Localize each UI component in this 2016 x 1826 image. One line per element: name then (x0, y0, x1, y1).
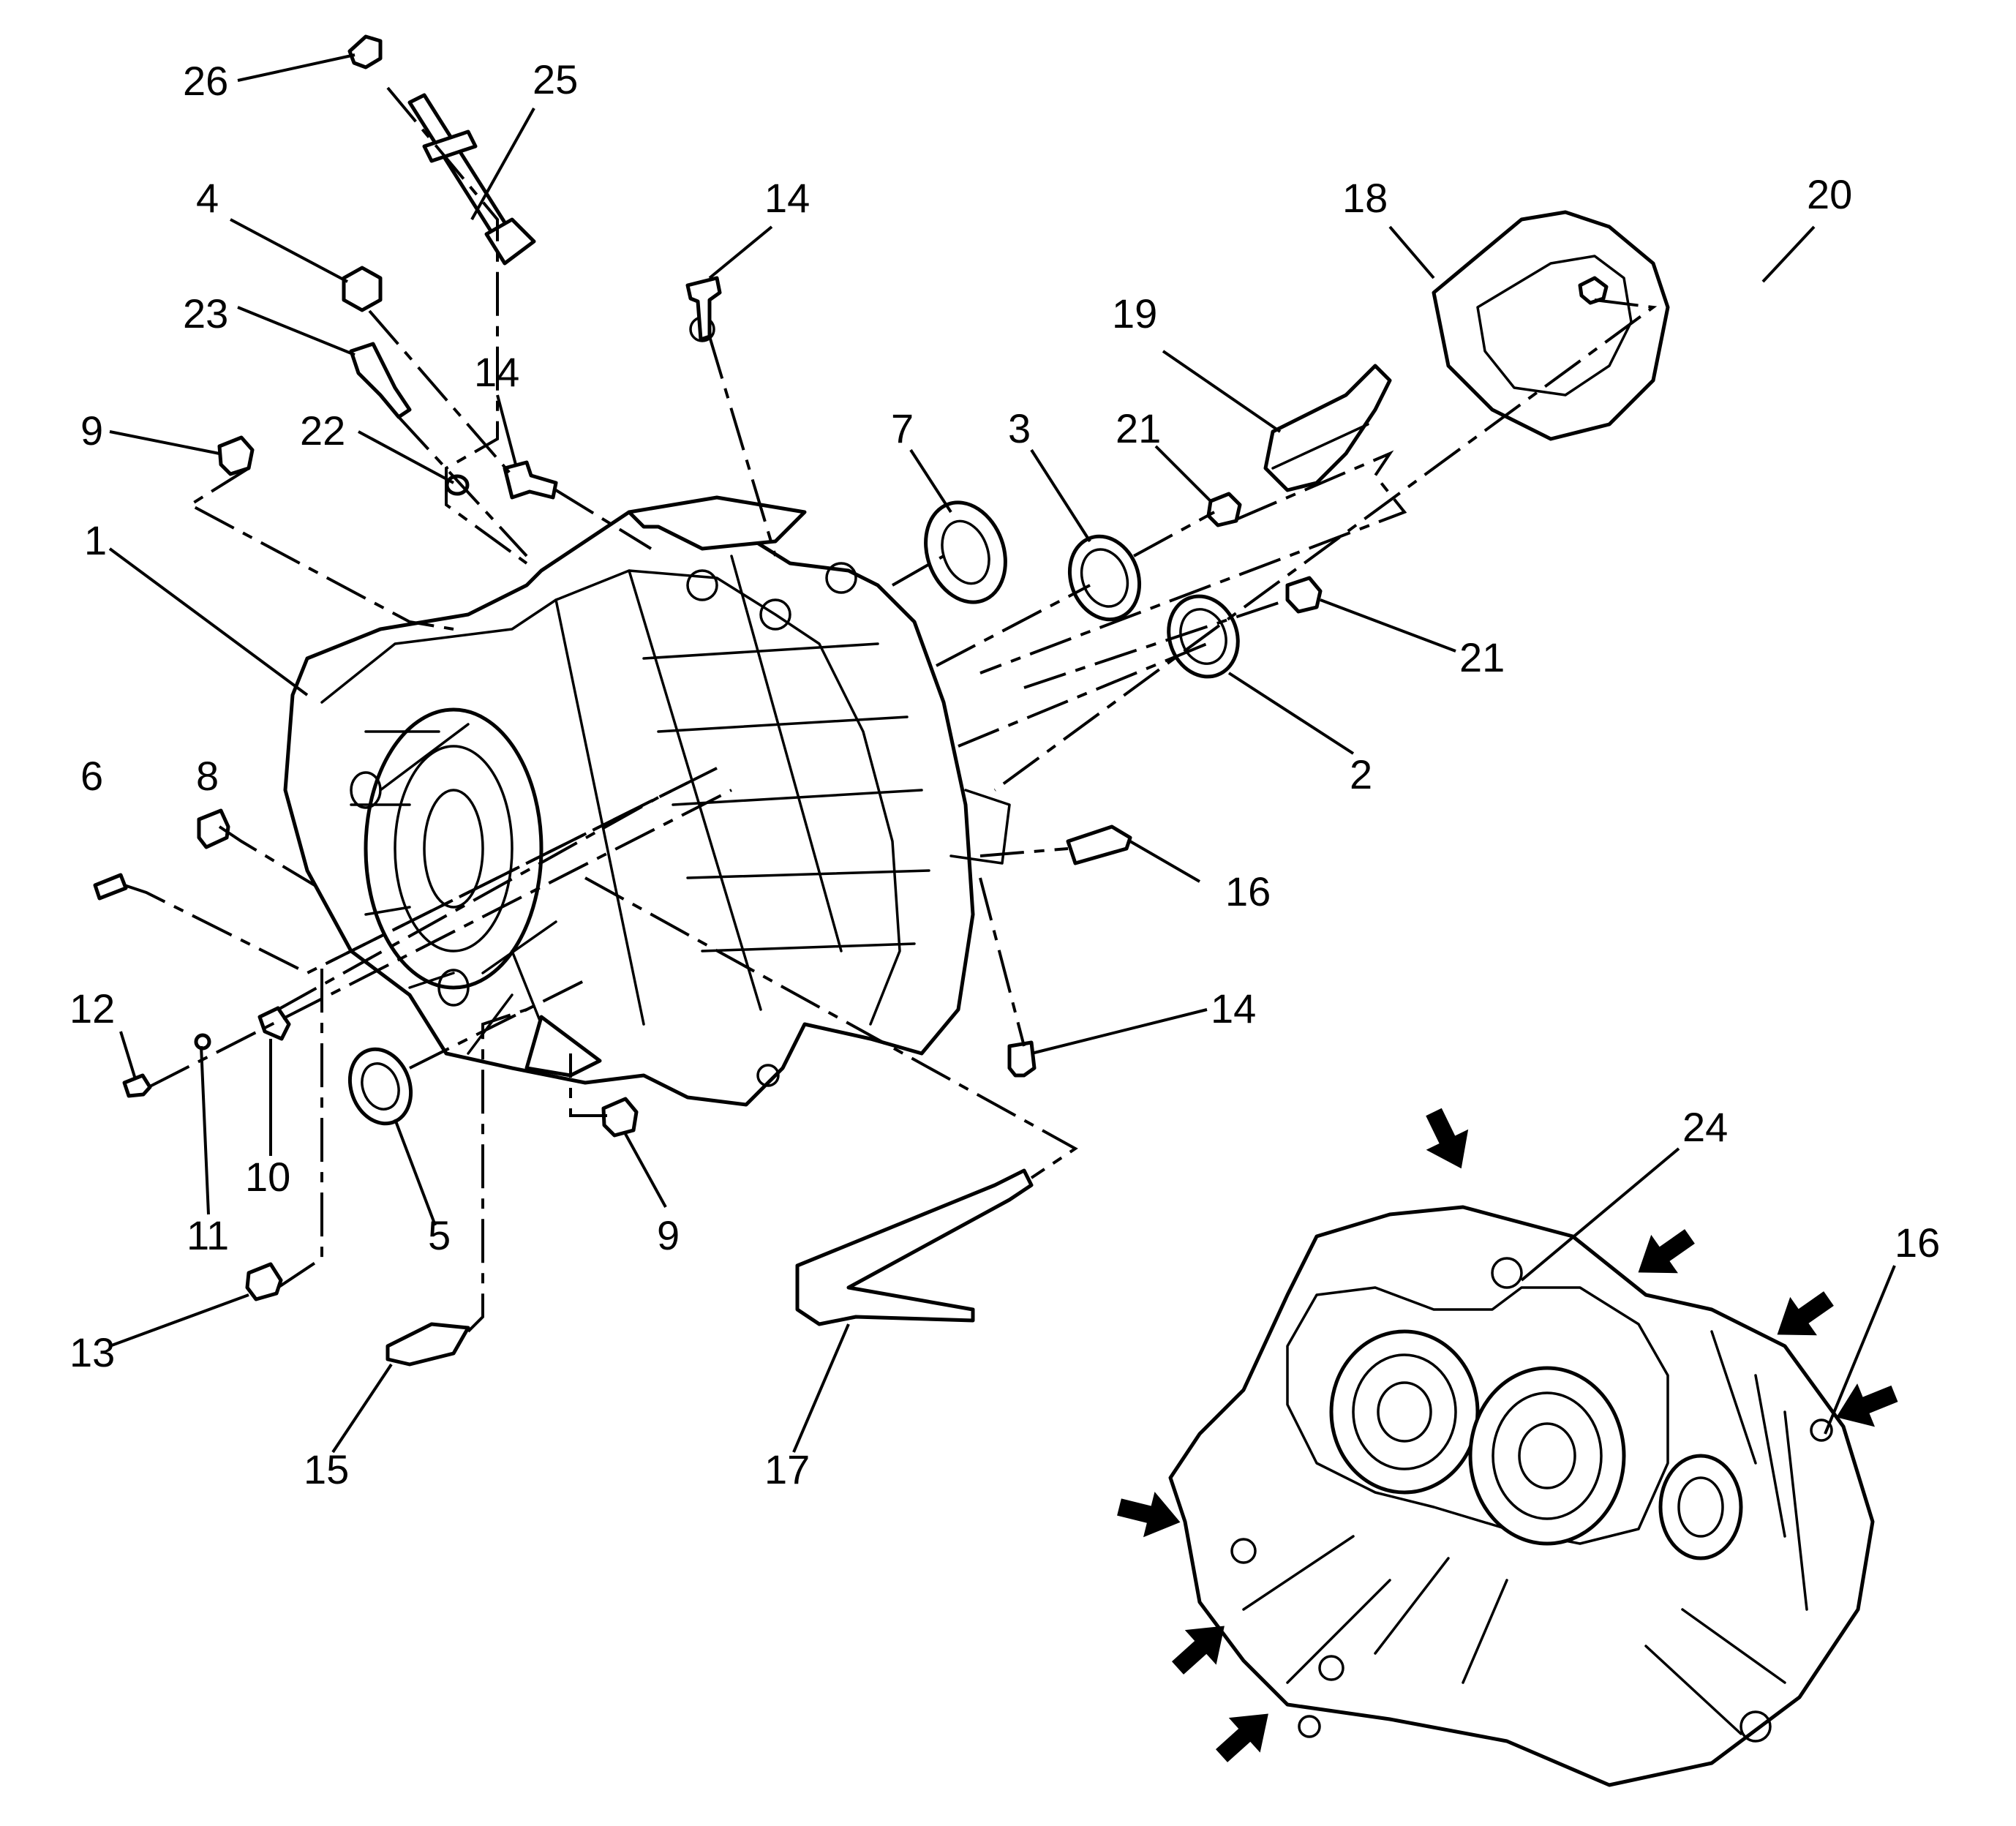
callout-15: 15 (304, 1446, 349, 1492)
callout-14-mid: 14 (474, 349, 519, 395)
arrow-icon (1426, 1108, 1469, 1169)
part-10-bracket (257, 1006, 291, 1041)
arrow-icon (1171, 1626, 1225, 1675)
callout-5: 5 (428, 1212, 451, 1258)
assembled-case-inset (1168, 1205, 1875, 1787)
callout-6: 6 (80, 753, 103, 799)
callout-13: 13 (69, 1329, 115, 1375)
part-17-shift-fork (795, 1168, 1034, 1326)
part-20-bolt (1578, 276, 1609, 305)
transmission-case (283, 316, 1011, 1107)
callout-1: 1 (84, 517, 107, 563)
callout-20: 20 (1807, 171, 1852, 217)
callout-16: 16 (1225, 868, 1271, 914)
callout-17: 17 (764, 1446, 810, 1492)
callout-labels: 26 25 4 14 23 14 9 22 1 7 3 21 19 18 20 … (69, 56, 1940, 1492)
arrow-icon (1777, 1291, 1834, 1336)
callout-9-top: 9 (80, 407, 103, 454)
part-14-pin-bottom (1007, 1040, 1037, 1078)
callout-18: 18 (1342, 175, 1388, 221)
part-9-plug-bottom (601, 1097, 639, 1138)
part-4-plug (342, 266, 383, 312)
callout-12: 12 (69, 985, 115, 1032)
part-8-dowel (197, 808, 230, 849)
callout-4: 4 (196, 175, 219, 221)
part-25-shift-shaft (407, 93, 536, 266)
part-18-cover (1432, 210, 1670, 441)
part-3-bearing-race (1067, 534, 1142, 622)
callout-25: 25 (533, 56, 578, 102)
part-16-bolt (1066, 824, 1132, 865)
callout-22: 22 (300, 407, 345, 454)
callout-24: 24 (1682, 1104, 1728, 1150)
callout-14-bottom: 14 (1211, 985, 1256, 1032)
callout-2: 2 (1350, 751, 1372, 797)
callout-9-bottom: 9 (657, 1212, 680, 1258)
callout-10: 10 (245, 1154, 290, 1200)
callout-11: 11 (187, 1212, 229, 1258)
part-15-magnet (385, 1322, 470, 1367)
arrow-icon (1638, 1229, 1695, 1274)
callout-23: 23 (183, 290, 228, 337)
callout-16-inset: 16 (1895, 1220, 1940, 1266)
part-13-plug (245, 1262, 283, 1301)
callout-26: 26 (183, 58, 228, 104)
part-26-connector (347, 34, 383, 69)
part-21-plug-bottom (1285, 576, 1323, 614)
callout-3: 3 (1008, 405, 1031, 451)
part-19-shift-lever (1263, 364, 1392, 492)
callout-21-bottom: 21 (1459, 634, 1505, 680)
arrow-icon (1836, 1383, 1898, 1427)
part-6-dowel (93, 873, 128, 901)
part-23-switch (349, 342, 412, 419)
callout-8: 8 (196, 753, 219, 799)
inset-arrows (1117, 1108, 1898, 1762)
part-5-bearing (347, 1047, 413, 1126)
part-21-plug-top (1206, 492, 1242, 527)
assembly-lines (124, 86, 1658, 1333)
part-7-oil-seal (924, 500, 1007, 604)
part-14-pin-mid (503, 460, 558, 500)
callout-21-top: 21 (1116, 405, 1161, 451)
arrow-icon (1215, 1713, 1268, 1762)
leader-lines (108, 53, 1896, 1454)
part-12-bolt (122, 1073, 152, 1098)
arrow-icon (1117, 1492, 1181, 1538)
callout-14-top: 14 (764, 175, 810, 221)
callout-19: 19 (1112, 290, 1157, 337)
callout-7: 7 (891, 405, 914, 451)
